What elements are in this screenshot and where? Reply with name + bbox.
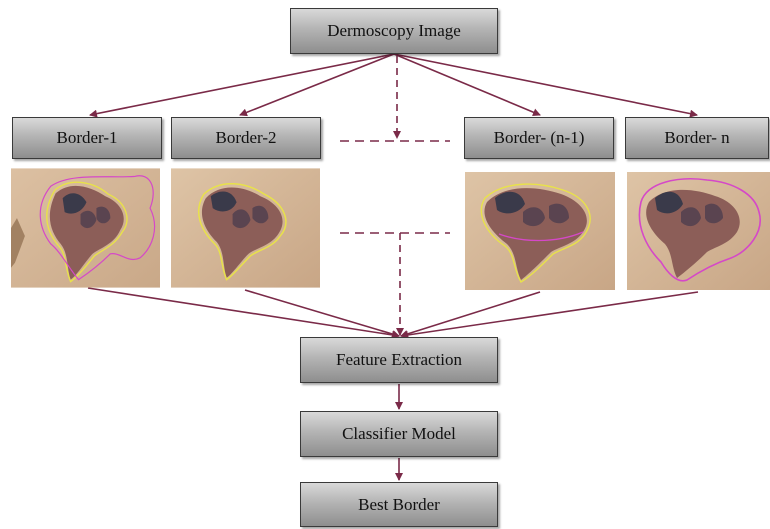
classifier-model-box: Classifier Model: [300, 411, 498, 457]
best-border-box: Best Border: [300, 482, 498, 527]
arrow-top-to-border-2: [240, 54, 394, 115]
lesion-image-border-1: [11, 168, 160, 288]
arrow-image-2-to-feature: [245, 290, 399, 336]
border-2-label: Border-2: [215, 128, 276, 148]
border-2-box: Border-2: [171, 117, 321, 159]
arrow-top-to-border-n: [394, 54, 697, 115]
feature-extraction-label: Feature Extraction: [336, 350, 462, 370]
feature-extraction-box: Feature Extraction: [300, 337, 498, 383]
arrow-image-n1-to-feature: [401, 292, 540, 336]
border-n-minus-1-box: Border- (n-1): [464, 117, 614, 159]
lesion-image-border-n-minus-1: [465, 172, 615, 290]
best-border-label: Best Border: [358, 495, 440, 515]
arrow-image-1-to-feature: [88, 288, 399, 336]
lesion-image-border-2: [171, 168, 320, 288]
border-1-label: Border-1: [56, 128, 117, 148]
border-n-box: Border- n: [625, 117, 769, 159]
border-1-box: Border-1: [12, 117, 162, 159]
border-n-minus-1-label: Border- (n-1): [494, 128, 585, 148]
border-n-label: Border- n: [664, 128, 729, 148]
arrow-image-n-to-feature: [401, 292, 698, 336]
dermoscopy-image-box: Dermoscopy Image: [290, 8, 498, 54]
lesion-image-border-n: [627, 172, 770, 290]
classifier-model-label: Classifier Model: [342, 424, 456, 444]
arrow-top-to-border-1: [90, 54, 394, 115]
dermoscopy-image-label: Dermoscopy Image: [327, 21, 461, 41]
arrow-top-to-border-n1: [394, 54, 540, 115]
